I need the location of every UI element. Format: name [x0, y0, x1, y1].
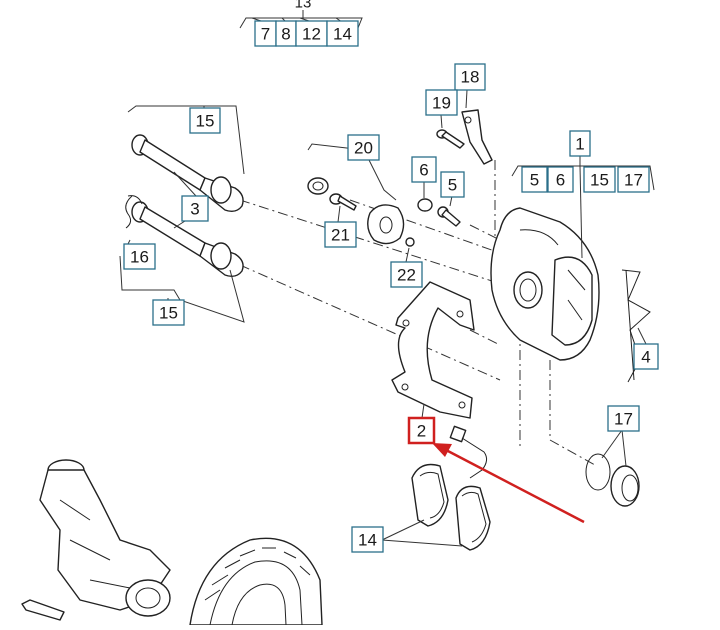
- callout-17-seal: 17: [607, 405, 640, 432]
- bolt-19: [436, 129, 465, 149]
- svg-text:5: 5: [448, 176, 457, 195]
- callout-15-upper: 15: [189, 107, 221, 134]
- svg-text:5: 5: [530, 171, 539, 190]
- callout-19: 19: [425, 89, 458, 116]
- svg-text:22: 22: [397, 266, 416, 285]
- svg-text:21: 21: [331, 226, 350, 245]
- svg-text:20: 20: [354, 139, 373, 158]
- piston-seal-kit: [585, 453, 640, 507]
- brake-pad-inner: [411, 463, 449, 527]
- svg-text:1: 1: [575, 135, 584, 154]
- brake-pad-outer: [455, 485, 491, 551]
- callout-21: 21: [324, 221, 357, 248]
- callout-2: 2: [407, 416, 436, 445]
- svg-text:15: 15: [196, 112, 215, 131]
- highlight-arrow: [432, 443, 585, 524]
- spring-clip: [125, 195, 143, 229]
- svg-text:2: 2: [417, 422, 426, 441]
- svg-text:14: 14: [358, 531, 377, 550]
- callout-20: 20: [347, 134, 380, 161]
- svg-text:7: 7: [261, 25, 270, 44]
- callout-1: 1: [569, 130, 591, 157]
- svg-text:17: 17: [624, 171, 643, 190]
- bolt-21: [329, 193, 357, 211]
- guide-pin-upper: [131, 134, 244, 213]
- svg-text:18: 18: [461, 68, 480, 87]
- callout-15-right: 15: [583, 166, 616, 193]
- callout-7: 7: [254, 20, 277, 47]
- cap-part: [307, 177, 329, 195]
- callout-18: 18: [454, 63, 486, 91]
- svg-text:3: 3: [190, 200, 199, 219]
- svg-text:6: 6: [556, 171, 565, 190]
- callout-8: 8: [275, 20, 297, 47]
- svg-text:14: 14: [333, 25, 352, 44]
- callout-5-left: 5: [440, 171, 465, 198]
- bushing-20: [367, 204, 415, 247]
- callout-3: 3: [181, 195, 209, 222]
- svg-text:15: 15: [159, 304, 178, 323]
- wear-sensor: [449, 425, 488, 479]
- assembly-axes: [239, 160, 596, 466]
- callout-14-pads: 14: [351, 526, 384, 553]
- svg-text:8: 8: [281, 25, 290, 44]
- callout-13: 13: [295, 0, 312, 12]
- svg-text:19: 19: [432, 94, 451, 113]
- svg-text:13: 13: [295, 0, 312, 12]
- callout-17-right: 17: [617, 166, 650, 193]
- caliper-carrier: [391, 281, 475, 419]
- callout-6-left: 6: [411, 156, 437, 183]
- svg-text:17: 17: [614, 410, 633, 429]
- cap-6: [417, 198, 433, 212]
- callout-5-right: 5: [521, 166, 548, 193]
- callout-14-top: 14: [326, 20, 359, 47]
- guide-pin-lower: [131, 201, 244, 278]
- svg-text:4: 4: [641, 348, 650, 367]
- callout-16: 16: [123, 243, 156, 270]
- bracket-18: [461, 109, 493, 165]
- svg-text:12: 12: [302, 25, 321, 44]
- svg-text:6: 6: [419, 161, 428, 180]
- callout-22: 22: [390, 261, 423, 288]
- callout-6-right: 6: [547, 166, 574, 193]
- brake-caliper: [490, 207, 600, 361]
- svg-text:15: 15: [590, 171, 609, 190]
- callout-15-lower: 15: [152, 299, 185, 326]
- brake-disc: [189, 537, 323, 626]
- steering-knuckle: [21, 459, 171, 621]
- callout-12: 12: [295, 20, 328, 47]
- bleed-screw: [437, 206, 461, 227]
- callout-4: 4: [633, 343, 659, 370]
- svg-text:16: 16: [130, 248, 149, 267]
